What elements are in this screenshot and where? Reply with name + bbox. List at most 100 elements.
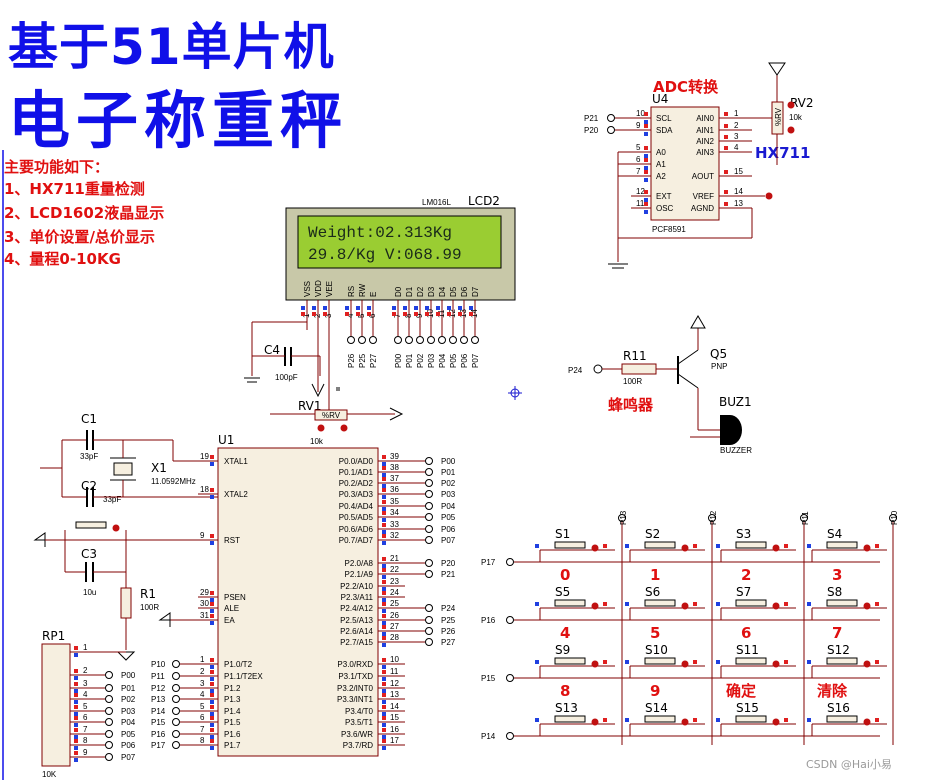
net-terminal[interactable] bbox=[800, 514, 808, 522]
pin-marker bbox=[210, 735, 214, 739]
pin-marker bbox=[210, 602, 214, 606]
net-terminal[interactable] bbox=[425, 627, 433, 635]
adc-pin-num: 7 bbox=[636, 167, 641, 176]
net-terminal[interactable] bbox=[172, 730, 180, 738]
net-terminal[interactable] bbox=[427, 336, 435, 344]
net-terminal[interactable] bbox=[425, 490, 433, 498]
net-terminal[interactable] bbox=[425, 559, 433, 567]
net-terminal[interactable] bbox=[425, 570, 433, 578]
rp1-resistor-pack[interactable]: RP1 10K 12P003P014P025P036P047P058P069P0… bbox=[41, 629, 136, 779]
net-terminal[interactable] bbox=[105, 684, 113, 692]
switch-button[interactable] bbox=[644, 657, 676, 665]
net-terminal[interactable] bbox=[172, 741, 180, 749]
rp1-net-label: P03 bbox=[121, 707, 136, 716]
net-terminal[interactable] bbox=[172, 660, 180, 668]
switch-button[interactable] bbox=[735, 599, 767, 607]
switch-button[interactable] bbox=[826, 657, 858, 665]
net-terminal[interactable] bbox=[105, 707, 113, 715]
switch-button[interactable] bbox=[644, 541, 676, 549]
rp1-net-label: P01 bbox=[121, 684, 136, 693]
net-terminal[interactable] bbox=[172, 695, 180, 703]
switch-button[interactable] bbox=[826, 599, 858, 607]
net-terminal[interactable] bbox=[172, 672, 180, 680]
rv2-potentiometer[interactable]: RV2 10k %RV bbox=[768, 62, 814, 165]
mcu-pin-name: P2.6/A14 bbox=[340, 627, 373, 636]
net-terminal[interactable] bbox=[347, 336, 355, 344]
net-terminal[interactable] bbox=[506, 732, 514, 740]
net-terminal[interactable] bbox=[425, 457, 433, 465]
net-terminal[interactable] bbox=[506, 558, 514, 566]
pin-marker bbox=[644, 178, 648, 182]
net-terminal[interactable] bbox=[471, 336, 479, 344]
net-terminal[interactable] bbox=[405, 336, 413, 344]
key-label: 清除 bbox=[817, 682, 848, 700]
net-terminal[interactable] bbox=[506, 616, 514, 624]
pin-marker bbox=[74, 728, 78, 732]
mcu-8051[interactable]: U1 XTAL119XTAL218RST9PSEN29ALE30EA31P1.0… bbox=[151, 433, 456, 757]
pin-marker bbox=[716, 660, 720, 664]
net-terminal[interactable] bbox=[425, 502, 433, 510]
net-terminal[interactable] bbox=[105, 741, 113, 749]
rv1-potentiometer[interactable]: RV1 10k %RV bbox=[270, 399, 404, 446]
net-terminal[interactable] bbox=[607, 114, 615, 122]
net-terminal[interactable] bbox=[105, 671, 113, 679]
net-terminal[interactable] bbox=[425, 536, 433, 544]
net-terminal[interactable] bbox=[172, 684, 180, 692]
lcd-module[interactable]: LM016L LCD2 Weight:02.313Kg 29.8/Kg V:06… bbox=[244, 194, 516, 410]
lcd-bus-label: P06 bbox=[460, 353, 469, 368]
net-terminal[interactable] bbox=[425, 513, 433, 521]
net-terminal[interactable] bbox=[172, 707, 180, 715]
switch-button[interactable] bbox=[735, 541, 767, 549]
net-terminal[interactable] bbox=[425, 525, 433, 533]
crystal-circuit[interactable]: C1 33pF C2 33pF X1 11.0592MHz bbox=[40, 412, 218, 507]
net-terminal[interactable] bbox=[425, 468, 433, 476]
mcu-pin-num: 11 bbox=[390, 667, 399, 676]
net-terminal[interactable] bbox=[416, 336, 424, 344]
net-terminal[interactable] bbox=[369, 336, 377, 344]
switch-button[interactable] bbox=[554, 657, 586, 665]
net-terminal[interactable] bbox=[438, 336, 446, 344]
switch-button[interactable] bbox=[554, 599, 586, 607]
pin-marker bbox=[644, 132, 648, 136]
switch-button[interactable] bbox=[735, 657, 767, 665]
net-terminal[interactable] bbox=[105, 695, 113, 703]
key-label: 确定 bbox=[726, 682, 756, 700]
adc-pin-num: 11 bbox=[636, 199, 645, 208]
net-terminal[interactable] bbox=[618, 514, 626, 522]
net-terminal[interactable] bbox=[425, 479, 433, 487]
switch-button[interactable] bbox=[644, 715, 676, 723]
net-terminal[interactable] bbox=[506, 674, 514, 682]
pin-marker bbox=[693, 660, 697, 664]
pin-marker bbox=[414, 312, 418, 316]
net-terminal[interactable] bbox=[105, 730, 113, 738]
switch-button[interactable] bbox=[554, 541, 586, 549]
net-terminal[interactable] bbox=[460, 336, 468, 344]
net-terminal[interactable] bbox=[708, 514, 716, 522]
c4-capacitor[interactable]: C4 100pF bbox=[252, 343, 320, 382]
mcu-net-label: P03 bbox=[441, 490, 456, 499]
switch-button[interactable] bbox=[644, 599, 676, 607]
net-terminal[interactable] bbox=[358, 336, 366, 344]
net-terminal[interactable] bbox=[105, 718, 113, 726]
adc-pcf8591[interactable]: ADC转换 U4 PCF8591 HX711 SCL10P21SDA9P20A0… bbox=[584, 78, 810, 269]
net-terminal[interactable] bbox=[425, 616, 433, 624]
switch-button[interactable] bbox=[826, 541, 858, 549]
q5-type: PNP bbox=[711, 362, 727, 371]
net-terminal[interactable] bbox=[889, 514, 897, 522]
reset-circuit[interactable]: C3 10u R1 100R bbox=[33, 521, 218, 661]
net-terminal[interactable] bbox=[425, 638, 433, 646]
switch-button[interactable] bbox=[826, 715, 858, 723]
switch-button[interactable] bbox=[735, 715, 767, 723]
lcd-pin-name: D3 bbox=[427, 286, 436, 297]
net-terminal[interactable] bbox=[172, 718, 180, 726]
net-terminal[interactable] bbox=[607, 126, 615, 134]
net-terminal[interactable] bbox=[425, 604, 433, 612]
pin-marker bbox=[875, 660, 879, 664]
switch-button[interactable] bbox=[554, 715, 586, 723]
net-terminal[interactable] bbox=[394, 336, 402, 344]
buzzer-circuit[interactable]: 蜂鸣器 P24 R11 100R Q5 PNP BUZ1 BUZZER bbox=[568, 315, 752, 455]
pin-marker bbox=[323, 306, 327, 310]
net-terminal[interactable] bbox=[449, 336, 457, 344]
net-terminal[interactable] bbox=[105, 753, 113, 761]
